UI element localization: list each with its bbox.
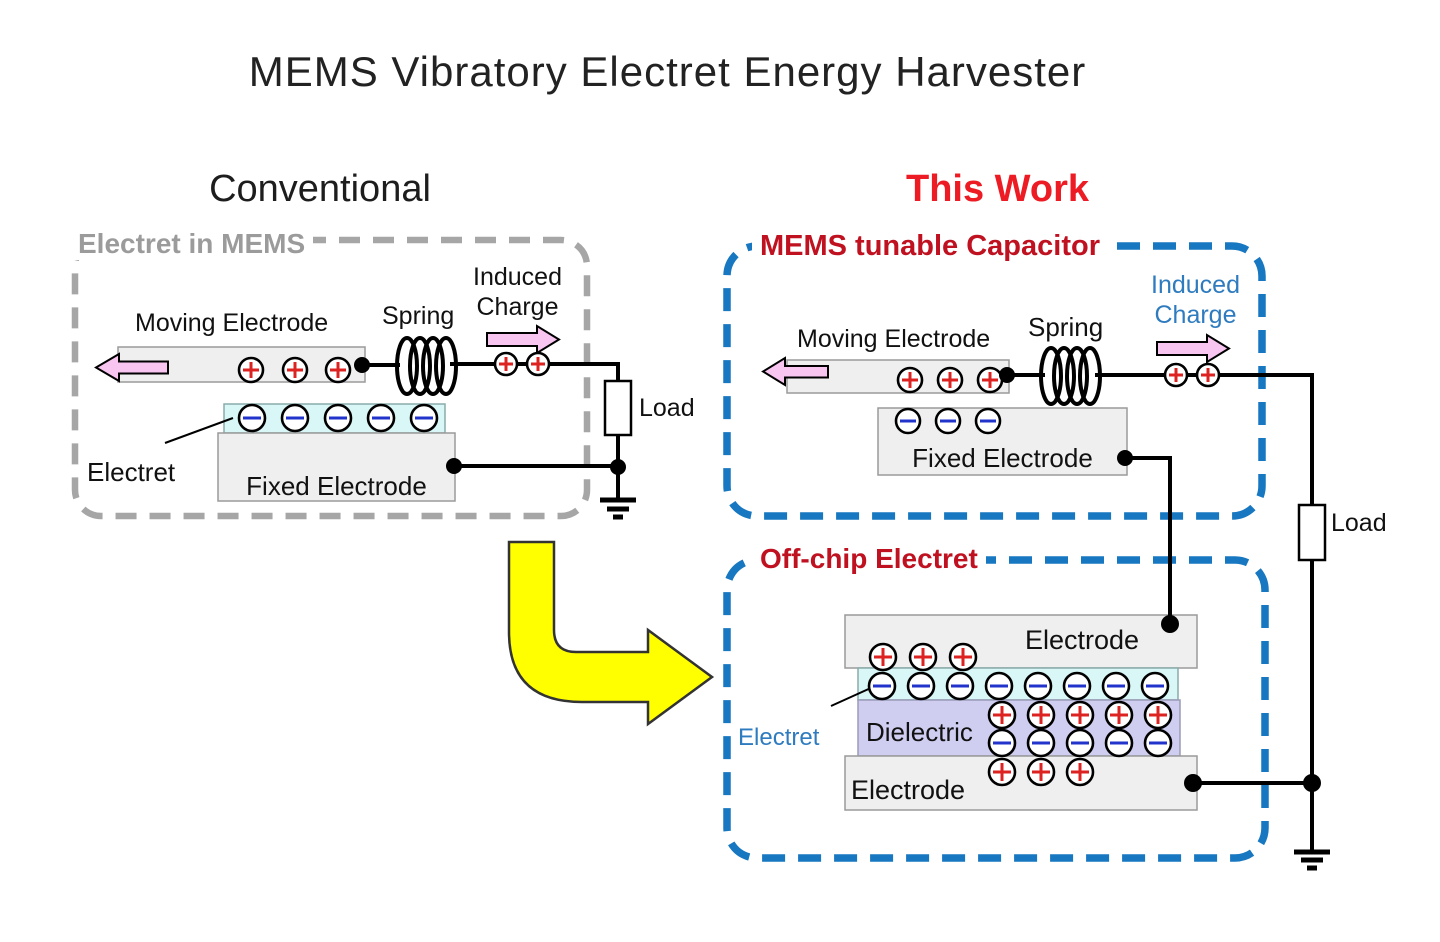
positive-charge-icon bbox=[1065, 700, 1095, 730]
induced-line2: Charge bbox=[476, 293, 559, 321]
negative-charge-icon bbox=[934, 407, 962, 435]
positive-charge-icon bbox=[948, 642, 978, 672]
positive-charge-icon bbox=[1026, 700, 1056, 730]
negative-charge-icon bbox=[987, 728, 1017, 758]
thiswork-induced-charge-label: Induced Charge bbox=[1128, 270, 1263, 330]
thiswork-moving-electrode-label: Moving Electrode bbox=[797, 325, 991, 353]
negative-charge-icon bbox=[1101, 671, 1131, 701]
negative-charge-icon bbox=[323, 403, 353, 433]
junction-dots bbox=[354, 357, 1321, 792]
page-title: MEMS Vibratory Electret Energy Harvester bbox=[248, 48, 1087, 95]
negative-charge-icon bbox=[280, 403, 310, 433]
conventional-load-resistor bbox=[603, 379, 633, 437]
thiswork-load-label: Load bbox=[1331, 509, 1387, 537]
negative-charge-icon bbox=[1065, 728, 1095, 758]
conventional-dashed-box bbox=[71, 236, 591, 520]
conventional-moving-electrode-label: Moving Electrode bbox=[135, 309, 329, 337]
negative-charge-icon bbox=[237, 403, 267, 433]
thiswork-motion-arrow-icon bbox=[761, 356, 829, 387]
offchip-bottom-electrode-layer bbox=[844, 755, 1198, 811]
positive-charge-icon bbox=[1143, 700, 1173, 730]
negative-charge-icon bbox=[906, 671, 936, 701]
positive-charge-icon bbox=[324, 356, 352, 384]
negative-charge-icon bbox=[1104, 728, 1134, 758]
positive-charge-icon bbox=[1163, 362, 1189, 388]
offchip-electret-dashed-box bbox=[723, 556, 1269, 862]
positive-charge-icon bbox=[908, 642, 938, 672]
negative-charge-icon bbox=[1026, 728, 1056, 758]
negative-charge-icon bbox=[366, 403, 396, 433]
offchip-top-electrode-label: Electrode bbox=[1025, 625, 1140, 655]
transition-arrow-icon bbox=[507, 540, 715, 727]
positive-charge-icon bbox=[1195, 362, 1221, 388]
negative-charge-icon bbox=[867, 671, 897, 701]
positive-charge-icon bbox=[1065, 757, 1095, 787]
negative-charge-icon bbox=[945, 671, 975, 701]
negative-charge-icon bbox=[1143, 728, 1173, 758]
positive-charge-icon bbox=[525, 351, 551, 377]
negative-charge-icon bbox=[1023, 671, 1053, 701]
thiswork-induced-charge-arrow-icon bbox=[1156, 333, 1231, 364]
conventional-electret-label: Electret bbox=[87, 457, 176, 487]
conventional-ground-icon bbox=[600, 497, 636, 520]
offchip-top-electrode-layer bbox=[844, 614, 1198, 669]
offchip-electret-box-label: Off-chip Electret bbox=[752, 543, 986, 576]
conventional-induced-charge-label: Induced Charge bbox=[450, 262, 585, 322]
charge-symbols bbox=[237, 351, 1221, 787]
positive-charge-icon bbox=[976, 366, 1004, 394]
positive-charge-icon bbox=[1026, 757, 1056, 787]
conventional-spring-icon bbox=[395, 336, 458, 396]
conventional-box-label: Electret in MEMS bbox=[70, 228, 314, 261]
negative-charge-icon bbox=[1062, 671, 1092, 701]
conventional-electret-pointer-line bbox=[164, 417, 234, 444]
negative-charge-icon bbox=[984, 671, 1014, 701]
negative-charge-icon bbox=[974, 407, 1002, 435]
thiswork-fixed-electrode-label: Fixed Electrode bbox=[912, 443, 1093, 473]
positive-charge-icon bbox=[936, 366, 964, 394]
conventional-induced-charge-arrow-icon bbox=[486, 324, 561, 355]
positive-charge-icon bbox=[1104, 700, 1134, 730]
conventional-heading: Conventional bbox=[209, 168, 431, 210]
positive-charge-icon bbox=[987, 700, 1017, 730]
positive-charge-icon bbox=[281, 356, 309, 384]
positive-charge-icon bbox=[896, 366, 924, 394]
positive-charge-icon bbox=[868, 642, 898, 672]
thiswork-spring-icon bbox=[1039, 346, 1102, 406]
conventional-fixed-electrode-label: Fixed Electrode bbox=[246, 471, 427, 501]
negative-charge-icon bbox=[894, 407, 922, 435]
offchip-bottom-electrode-label: Electrode bbox=[851, 775, 966, 805]
mems-capacitor-box-label: MEMS tunable Capacitor bbox=[752, 230, 1108, 264]
induced-line2: Charge bbox=[1154, 301, 1237, 329]
negative-charge-icon bbox=[409, 403, 439, 433]
induced-line1: Induced bbox=[473, 263, 562, 291]
conventional-fixed-electrode-layer bbox=[217, 432, 456, 502]
thiswork-load-resistor bbox=[1297, 503, 1327, 562]
positive-charge-icon bbox=[493, 351, 519, 377]
thiswork-spring-label: Spring bbox=[1028, 312, 1104, 342]
offchip-dielectric-label: Dielectric bbox=[866, 717, 973, 747]
induced-line1: Induced bbox=[1151, 271, 1240, 299]
offchip-electret-pointer-line bbox=[830, 686, 874, 707]
positive-charge-icon bbox=[237, 356, 265, 384]
thiswork-ground-icon bbox=[1294, 849, 1330, 871]
conventional-load-label: Load bbox=[639, 394, 695, 422]
conventional-motion-arrow-icon bbox=[94, 352, 169, 383]
negative-charge-icon bbox=[1140, 671, 1170, 701]
positive-charge-icon bbox=[987, 757, 1017, 787]
offchip-electret-label: Electret bbox=[738, 724, 820, 751]
conventional-spring-label: Spring bbox=[382, 302, 455, 330]
thiswork-heading: This Work bbox=[906, 168, 1089, 210]
